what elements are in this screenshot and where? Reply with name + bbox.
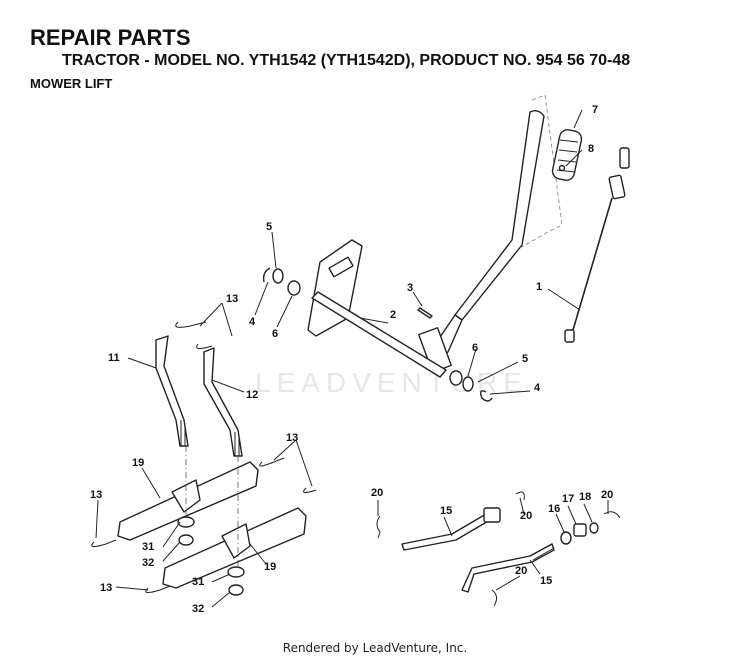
lift-rod-upper [401,513,491,551]
trunnion-17 [573,523,587,537]
page-title: REPAIR PARTS [30,25,191,50]
footer-credit: Rendered by LeadVenture, Inc. [282,641,468,655]
callout-4-right: 4 [534,382,541,394]
lift-rod [564,147,630,343]
model-subtitle: TRACTOR - MODEL NO. YTH1542 (YTH1542D), … [62,52,631,69]
washer-left [272,268,284,284]
callout-31-lower: 31 [192,576,204,588]
alignment-lines [185,446,239,566]
link-right-thread [234,432,240,456]
callout-18: 18 [579,491,591,503]
hairpin-upper [175,321,207,328]
callout-20-left: 20 [371,487,383,499]
washer-16 [560,531,572,545]
rod-thread [529,543,555,561]
hairpin-20-b [515,491,525,501]
nut-lower [228,584,244,596]
spacer-upper [177,516,195,528]
callout-31-upper: 31 [142,541,154,553]
handle-grip [551,129,583,181]
callout-8: 8 [588,143,594,155]
callout-20-bottom: 20 [515,565,527,577]
callout-32-lower: 32 [192,603,204,615]
callout-20-right: 20 [601,489,613,501]
hairpin-upper-2 [196,343,213,350]
callout-15-upper: 15 [440,505,452,517]
callout-20-mid: 20 [520,510,532,522]
leader-lines [95,109,609,608]
callout-3: 3 [407,282,413,294]
hairpin-20-a [376,515,381,539]
grip-phantom-outline [519,94,563,249]
e-ring-left [262,267,271,283]
e-ring-right [479,390,493,402]
lift-link-right [203,347,243,457]
callout-labels: 7 8 1 5 4 6 3 2 6 5 4 13 11 12 13 19 13 … [90,104,613,615]
hairpin-middle-2 [303,487,317,494]
cross-shaft [311,291,447,378]
bracket-slot [328,256,354,278]
callout-7: 7 [592,104,598,116]
rod-adjuster-block [483,507,501,523]
nut-18 [589,522,599,534]
callout-6-right: 6 [472,342,478,354]
link-left-thread [180,420,186,446]
lift-arm-lower-boss [221,523,251,559]
watermark-text: LEADVENTURE [255,367,528,398]
callout-32-upper: 32 [142,557,154,569]
spacer-lower [227,566,245,578]
spring-pin [558,164,566,172]
callout-19-upper: 19 [132,457,144,469]
callout-2: 2 [390,309,396,321]
bushing-right [449,370,463,386]
hairpin-20-d [491,589,498,607]
bushing-left [287,280,301,296]
callout-13-bottom: 13 [100,582,112,594]
nut-upper [178,534,194,546]
callout-6: 6 [272,328,278,340]
callout-4: 4 [249,316,256,328]
callout-15-lower: 15 [540,575,552,587]
callout-5: 5 [266,221,272,233]
callout-13-middle: 13 [286,432,298,444]
hairpin-20-c [603,511,621,519]
callout-19-lower: 19 [264,561,276,573]
section-title: MOWER LIFT [30,76,113,91]
hairpin-middle [259,457,285,467]
callout-5-right: 5 [522,353,528,365]
callout-12: 12 [246,389,258,401]
callout-13-left: 13 [90,489,102,501]
lift-arm-upper-boss [171,479,201,513]
cotter-pin [417,307,433,319]
lift-link-left [155,335,189,447]
callout-17: 17 [562,493,574,505]
callout-16: 16 [548,503,560,515]
callout-1: 1 [536,281,542,293]
hairpin-lower-left-2 [145,585,171,594]
lift-handle [418,109,545,373]
washer-right [462,376,474,392]
callout-11: 11 [108,352,120,364]
callout-13-upper: 13 [226,293,238,305]
hairpin-lower-left [91,539,117,548]
